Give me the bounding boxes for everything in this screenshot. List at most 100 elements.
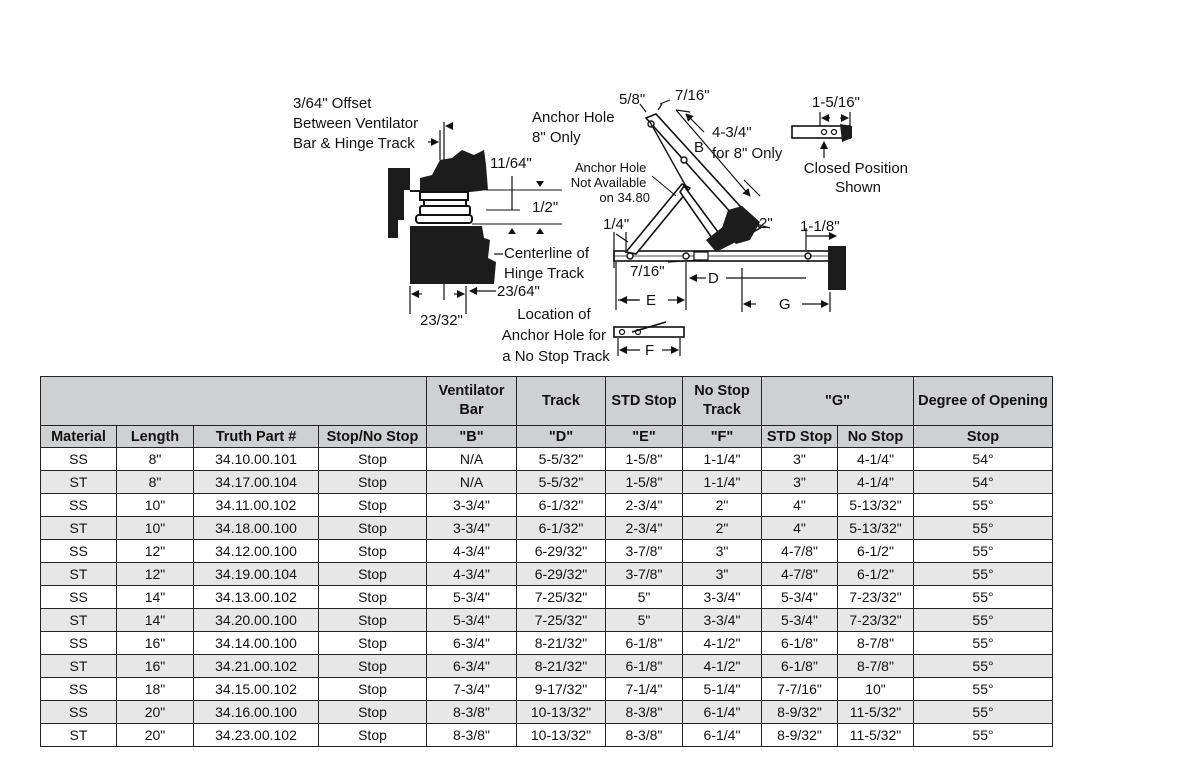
no-stop-track-drawing (613, 321, 685, 356)
table-cell: Stop (318, 654, 427, 678)
table-cell: ST (40, 516, 117, 540)
table-cell: 5-13/32" (837, 516, 914, 540)
table-cell: 14" (116, 608, 194, 632)
table-cell: 10-13/32" (516, 700, 606, 724)
cross-section-drawing (388, 122, 562, 314)
hinge-dimension-diagram: 3/64" Offset Between Ventilator Bar & Hi… (293, 87, 912, 365)
table-cell: 2-3/4" (605, 516, 683, 540)
table-cell: 20" (116, 723, 194, 747)
table-cell: 4" (761, 516, 838, 540)
table-cell: 6-1/8" (605, 631, 683, 655)
table-cell: 8-7/8" (837, 631, 914, 655)
table-cell: 3-3/4" (426, 493, 517, 517)
table-cell: 18" (116, 677, 194, 701)
letter-g: G (779, 296, 791, 313)
header-row-sub: Material Length Truth Part # Stop/No Sto… (40, 425, 1053, 448)
table-cell: 6-1/8" (761, 631, 838, 655)
table-cell: 16" (116, 631, 194, 655)
table-cell: 5-5/32" (516, 470, 606, 494)
table-cell: 6-1/2" (837, 562, 914, 586)
table-cell: 54° (913, 447, 1053, 471)
dim-1-2: 1/2" (532, 199, 558, 216)
table-cell: 55° (913, 723, 1053, 747)
table-cell: 4-1/4" (837, 447, 914, 471)
table-cell: SS (40, 447, 117, 471)
table-cell: 2-3/4" (605, 493, 683, 517)
table-cell: 7-25/32" (516, 608, 606, 632)
table-cell: 11-5/32" (837, 700, 914, 724)
table-cell: 10" (116, 493, 194, 517)
table-cell: 34.18.00.100 (193, 516, 319, 540)
table-cell: 2" (682, 516, 762, 540)
table-cell: 16" (116, 654, 194, 678)
dim-1-1-8: 1-1/8" (800, 218, 840, 235)
table-cell: 8-7/8" (837, 654, 914, 678)
dim-7-16-bottom: 7/16" (630, 263, 665, 280)
table-cell: 8-3/8" (426, 700, 517, 724)
table-cell: 5-3/4" (761, 608, 838, 632)
dim-7-16-top: 7/16" (675, 87, 710, 104)
table-cell: 8-21/32" (516, 654, 606, 678)
col-g-std-stop: STD Stop (761, 425, 838, 448)
table-cell: 34.21.00.102 (193, 654, 319, 678)
table-cell: Stop (318, 493, 427, 517)
anchor-hole-label: Anchor Hole 8" Only (532, 109, 619, 146)
table-cell: 8-3/8" (426, 723, 517, 747)
table-cell: 6-1/2" (837, 539, 914, 563)
table-cell: 6-3/4" (426, 631, 517, 655)
col-e: "E" (605, 425, 683, 448)
table-cell: 55° (913, 516, 1053, 540)
table-cell: 3-7/8" (605, 562, 683, 586)
table-cell: 6-1/4" (682, 723, 762, 747)
table-cell: SS (40, 539, 117, 563)
anchor-not-available-label: Anchor Hole Not Available on 34.80 (571, 160, 650, 205)
table-cell: 10-13/32" (516, 723, 606, 747)
dim-2: 2" (759, 215, 773, 232)
table-cell: ST (40, 723, 117, 747)
centerline-label: Centerline of Hinge Track (504, 245, 593, 282)
closed-position-label: Closed Position Shown (804, 160, 912, 196)
table-cell: 6-3/4" (426, 654, 517, 678)
table-cell: 5-1/4" (682, 677, 762, 701)
header-degree-of-opening: Degree of Opening (913, 376, 1053, 426)
table-cell: 8-9/32" (761, 700, 838, 724)
table-cell: 6-1/32" (516, 493, 606, 517)
table-cell: ST (40, 608, 117, 632)
table-cell: 4-1/4" (837, 470, 914, 494)
table-cell: 55° (913, 539, 1053, 563)
dim-5-8: 5/8" (619, 91, 645, 108)
table-cell: 55° (913, 677, 1053, 701)
table-cell: 6-29/32" (516, 562, 606, 586)
table-cell: Stop (318, 677, 427, 701)
dim-23-32: 23/32" (420, 312, 463, 329)
table-cell: 6-1/8" (761, 654, 838, 678)
table-cell: Stop (318, 539, 427, 563)
col-g-no-stop: No Stop (837, 425, 914, 448)
table-cell: 5-3/4" (426, 585, 517, 609)
header-blank (40, 376, 427, 426)
col-length: Length (116, 425, 194, 448)
table-cell: Stop (318, 562, 427, 586)
table-cell: SS (40, 585, 117, 609)
table-cell: 7-23/32" (837, 608, 914, 632)
table-cell: 34.10.00.101 (193, 447, 319, 471)
table-cell: 4" (761, 493, 838, 517)
table-cell: 6-1/32" (516, 516, 606, 540)
table-cell: ST (40, 654, 117, 678)
table-cell: 5-3/4" (426, 608, 517, 632)
col-d: "D" (516, 425, 606, 448)
table-cell: 5" (605, 608, 683, 632)
table-cell: N/A (426, 447, 517, 471)
table-cell: 6-1/8" (605, 654, 683, 678)
table-cell: 1-1/4" (682, 447, 762, 471)
col-part-number: Truth Part # (193, 425, 319, 448)
table-cell: 7-23/32" (837, 585, 914, 609)
